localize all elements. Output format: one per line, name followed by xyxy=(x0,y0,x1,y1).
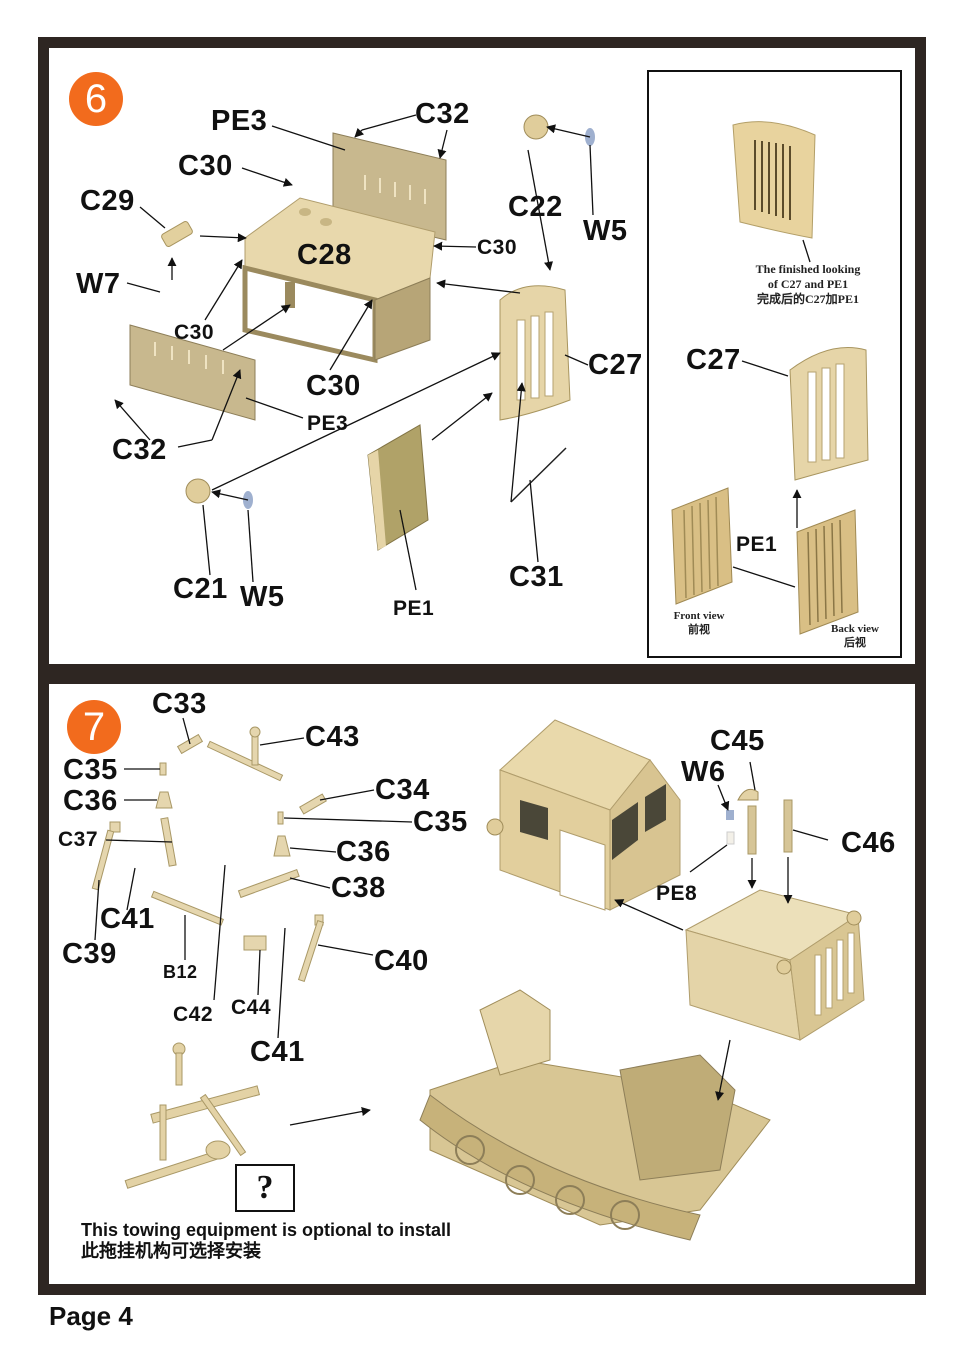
label-c36-left: C36 xyxy=(63,785,118,817)
label-c35-right: C35 xyxy=(413,806,468,838)
towing-assembly-part xyxy=(124,1042,261,1189)
tractor-chassis-part xyxy=(419,989,771,1241)
pe8-part xyxy=(726,831,735,845)
inset-label-pe1: PE1 xyxy=(736,533,778,556)
label-c30-right: C30 xyxy=(477,236,518,259)
label-c45: C45 xyxy=(710,725,765,757)
label-c34: C34 xyxy=(375,774,430,806)
inset-pe1-leader xyxy=(732,566,796,588)
c36-left-part xyxy=(155,791,173,809)
c46-post-part xyxy=(783,799,793,853)
inset-pe1-front-part xyxy=(671,487,733,605)
label-pe3-top: PE3 xyxy=(211,105,268,137)
label-c27: C27 xyxy=(588,349,643,381)
c43-bar-part xyxy=(206,740,284,782)
c34-part xyxy=(299,793,327,815)
c45-post-part xyxy=(747,805,757,855)
step-7-leader-lines xyxy=(94,717,829,1126)
inset-c27-radiator-part xyxy=(741,347,869,481)
c45-horn-part xyxy=(737,788,759,801)
b12-part xyxy=(150,890,225,926)
label-c43: C43 xyxy=(305,721,360,753)
c21-headlight-part xyxy=(185,478,211,504)
inset-caption-en-line2: of C27 and PE1 xyxy=(767,277,849,291)
label-w6: W6 xyxy=(681,756,726,788)
front-view-en: Front view xyxy=(673,610,725,622)
optional-note-en: This towing equipment is optional to ins… xyxy=(81,1220,451,1240)
w6-clear-part xyxy=(726,810,734,820)
label-c30-top: C30 xyxy=(178,150,233,182)
c28-hood-part xyxy=(242,197,436,364)
pe3-bottom-panel-part xyxy=(129,324,256,421)
inset-caption-zh: 完成后的C27加PE1 xyxy=(756,292,859,306)
label-c46: C46 xyxy=(841,827,896,859)
c43-eye-part xyxy=(249,726,261,738)
c29-part xyxy=(161,221,193,247)
label-w5-bottom: W5 xyxy=(240,581,285,613)
label-c31: C31 xyxy=(509,561,564,593)
inset-caption-en-line1: The finished looking xyxy=(755,262,861,276)
c39-head-part xyxy=(109,821,121,833)
label-pe3-bottom: PE3 xyxy=(307,412,349,435)
inset-caption: The finished looking of C27 and PE1 完成后的… xyxy=(728,262,888,307)
label-c28: C28 xyxy=(297,239,352,271)
label-c39: C39 xyxy=(62,938,117,970)
label-w5-top: W5 xyxy=(583,215,628,247)
step-6-leader-lines xyxy=(114,114,594,591)
label-c21: C21 xyxy=(173,573,228,605)
inset-pe1-back-part xyxy=(796,509,859,635)
back-view-zh: 后视 xyxy=(844,636,866,649)
label-c35-left: C35 xyxy=(63,754,118,786)
c39-rod-part xyxy=(91,829,115,891)
label-c33: C33 xyxy=(152,688,207,720)
c36-right-part xyxy=(273,835,291,857)
c43-rod-part xyxy=(251,734,259,766)
front-view-zh: 前视 xyxy=(688,623,710,636)
label-c41-bottom: C41 xyxy=(250,1036,305,1068)
label-c42: C42 xyxy=(173,1003,214,1026)
label-c41-left: C41 xyxy=(100,903,155,935)
optional-question-box: ? xyxy=(235,1164,295,1212)
label-c38: C38 xyxy=(331,872,386,904)
step-7-badge: 7 xyxy=(67,700,121,754)
label-c30-left: C30 xyxy=(174,321,215,344)
label-c40: C40 xyxy=(374,945,429,977)
inset-label-c27: C27 xyxy=(686,344,741,376)
c35-right-part xyxy=(277,811,284,825)
label-c22: C22 xyxy=(508,191,563,223)
label-pe1: PE1 xyxy=(393,597,435,620)
front-view-caption: Front view 前视 xyxy=(664,610,734,638)
step-7-small-parts xyxy=(91,726,327,983)
label-b12: B12 xyxy=(163,962,198,982)
optional-note-zh: 此拖挂机构可选择安装 xyxy=(81,1241,261,1261)
label-w7: W7 xyxy=(76,268,121,300)
label-c44: C44 xyxy=(231,996,272,1019)
step-6-badge: 6 xyxy=(69,72,123,126)
cab-part xyxy=(486,719,681,911)
back-view-caption: Back view 后视 xyxy=(820,623,890,651)
label-c37: C37 xyxy=(58,828,99,851)
c40-rod-part xyxy=(297,919,325,983)
page-number: Page 4 xyxy=(49,1301,133,1331)
c44-part xyxy=(243,935,267,951)
label-c29: C29 xyxy=(80,185,135,217)
c38-part xyxy=(237,868,300,899)
optional-note: This towing equipment is optional to ins… xyxy=(81,1220,451,1262)
label-c32-bottom: C32 xyxy=(112,434,167,466)
c31-wire-part xyxy=(510,447,567,503)
pe1-mesh-part xyxy=(367,424,429,551)
label-pe8: PE8 xyxy=(656,882,698,905)
finished-c27-pe1-part xyxy=(732,121,816,263)
label-c30-bottom: C30 xyxy=(306,370,361,402)
hood-assembly-part xyxy=(684,889,865,1041)
label-c32-top: C32 xyxy=(415,98,470,130)
c35-left-part xyxy=(159,762,167,776)
back-view-en: Back view xyxy=(831,623,879,635)
label-c36-right: C36 xyxy=(336,836,391,868)
